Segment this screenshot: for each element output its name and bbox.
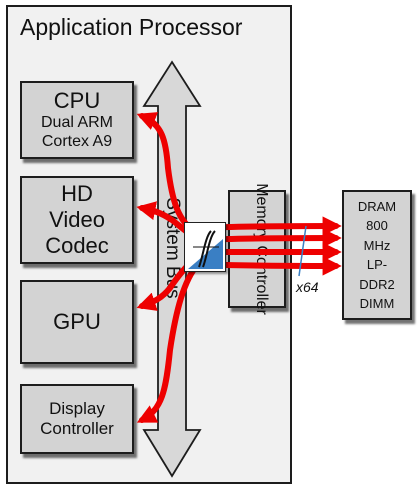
bus-width-label: x64 — [296, 279, 319, 295]
video-line-3: Codec — [45, 232, 109, 258]
display-line-2: Controller — [40, 419, 114, 438]
bus-width-tick — [298, 225, 307, 277]
system-bus-arrow — [142, 60, 202, 478]
flow-arrow-display — [136, 261, 201, 423]
gpu-label: GPU — [53, 309, 101, 335]
dram-line-2: 800 — [366, 218, 388, 233]
video-line-2: Video — [49, 207, 105, 233]
cpu-title: CPU — [53, 88, 101, 114]
display-controller-block: Display Controller — [20, 384, 134, 454]
interconnect-chip — [184, 222, 226, 272]
dram-block: DRAM 800 MHz LP- DDR2 DIMM — [342, 190, 412, 320]
dram-line-5: DDR2 — [359, 276, 395, 292]
flow-arrow-cpu — [136, 112, 199, 235]
video-line-1: HD — [61, 181, 93, 207]
cpu-line-3: Cortex A9 — [41, 132, 113, 150]
dram-line-6: DIMM — [359, 296, 395, 311]
gpu-block: GPU — [20, 280, 134, 364]
cpu-line-2: Dual ARM — [40, 114, 114, 132]
dram-line-1: DRAM — [357, 198, 397, 214]
video-codec-block: HD Video Codec — [20, 176, 134, 264]
diagram-title: Application Processor — [20, 14, 243, 40]
dram-line-3: MHz — [363, 237, 391, 253]
dram-line-4: LP- — [366, 257, 388, 272]
cpu-block: CPU Dual ARM Cortex A9 — [20, 81, 134, 159]
integral-chip-icon — [188, 230, 223, 269]
display-line-1: Display — [49, 398, 105, 418]
